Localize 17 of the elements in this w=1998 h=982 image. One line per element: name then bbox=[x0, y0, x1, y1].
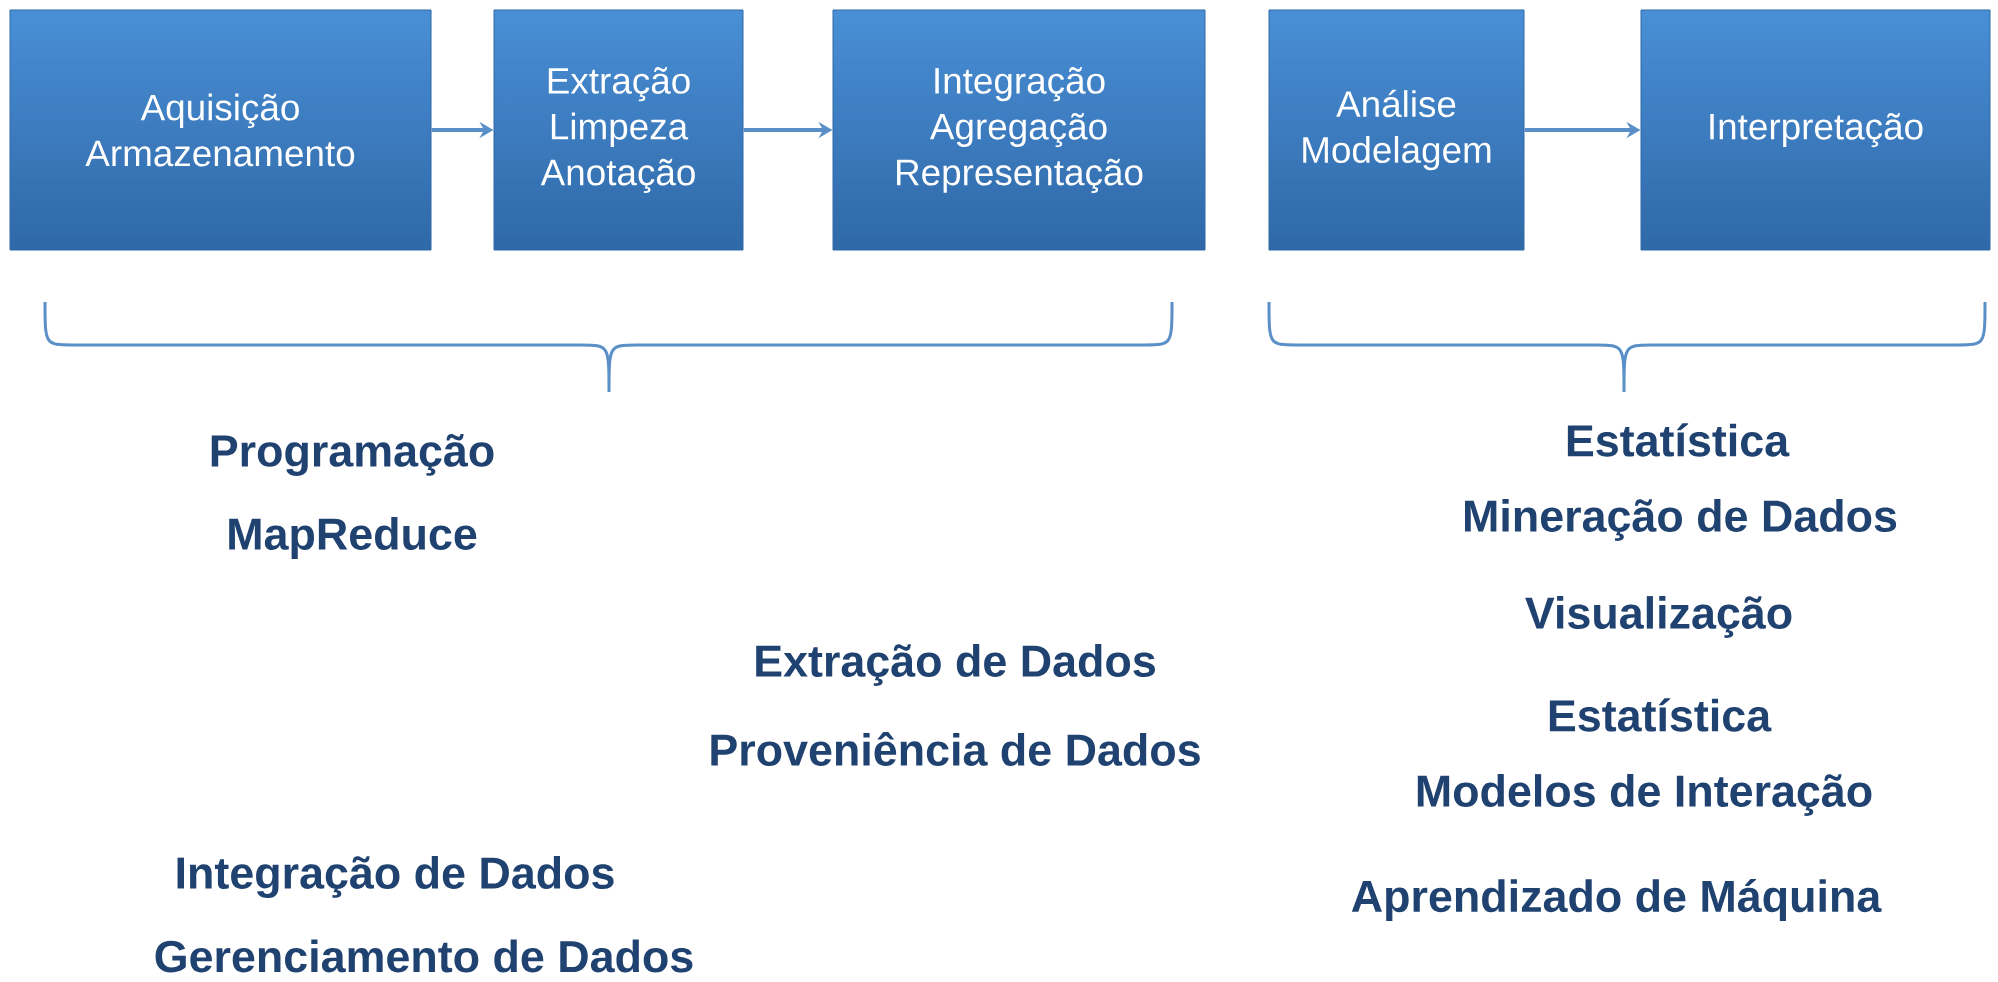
topic-label: Programação bbox=[211, 434, 494, 476]
process-box: Interpretação bbox=[1640, 9, 1991, 251]
topic-label: Integração de Dados bbox=[177, 856, 614, 898]
topic-label: Modelos de Interação bbox=[1417, 774, 1872, 816]
process-box: Aquisição Armazenamento bbox=[9, 9, 432, 251]
process-box: Análise Modelagem bbox=[1268, 9, 1525, 251]
topic-label: MapReduce bbox=[229, 517, 477, 559]
topic-label: Aprendizado de Máquina bbox=[1351, 878, 1882, 922]
topic-label: Proveniência de Dados bbox=[711, 732, 1200, 766]
topic-label: Extração de Dados bbox=[756, 644, 1155, 686]
process-box: Extração Limpeza Anotação bbox=[493, 9, 744, 251]
topic-label: Visualização bbox=[1525, 596, 1792, 638]
topic-label: Estatística bbox=[1567, 423, 1790, 457]
process-box: Integração Agregação Representação bbox=[832, 9, 1206, 251]
topic-label: Mineração de Dados bbox=[1465, 499, 1897, 541]
topic-label: Estatística bbox=[1549, 698, 1772, 732]
topic-label: Gerenciamento de Dados bbox=[155, 939, 693, 973]
